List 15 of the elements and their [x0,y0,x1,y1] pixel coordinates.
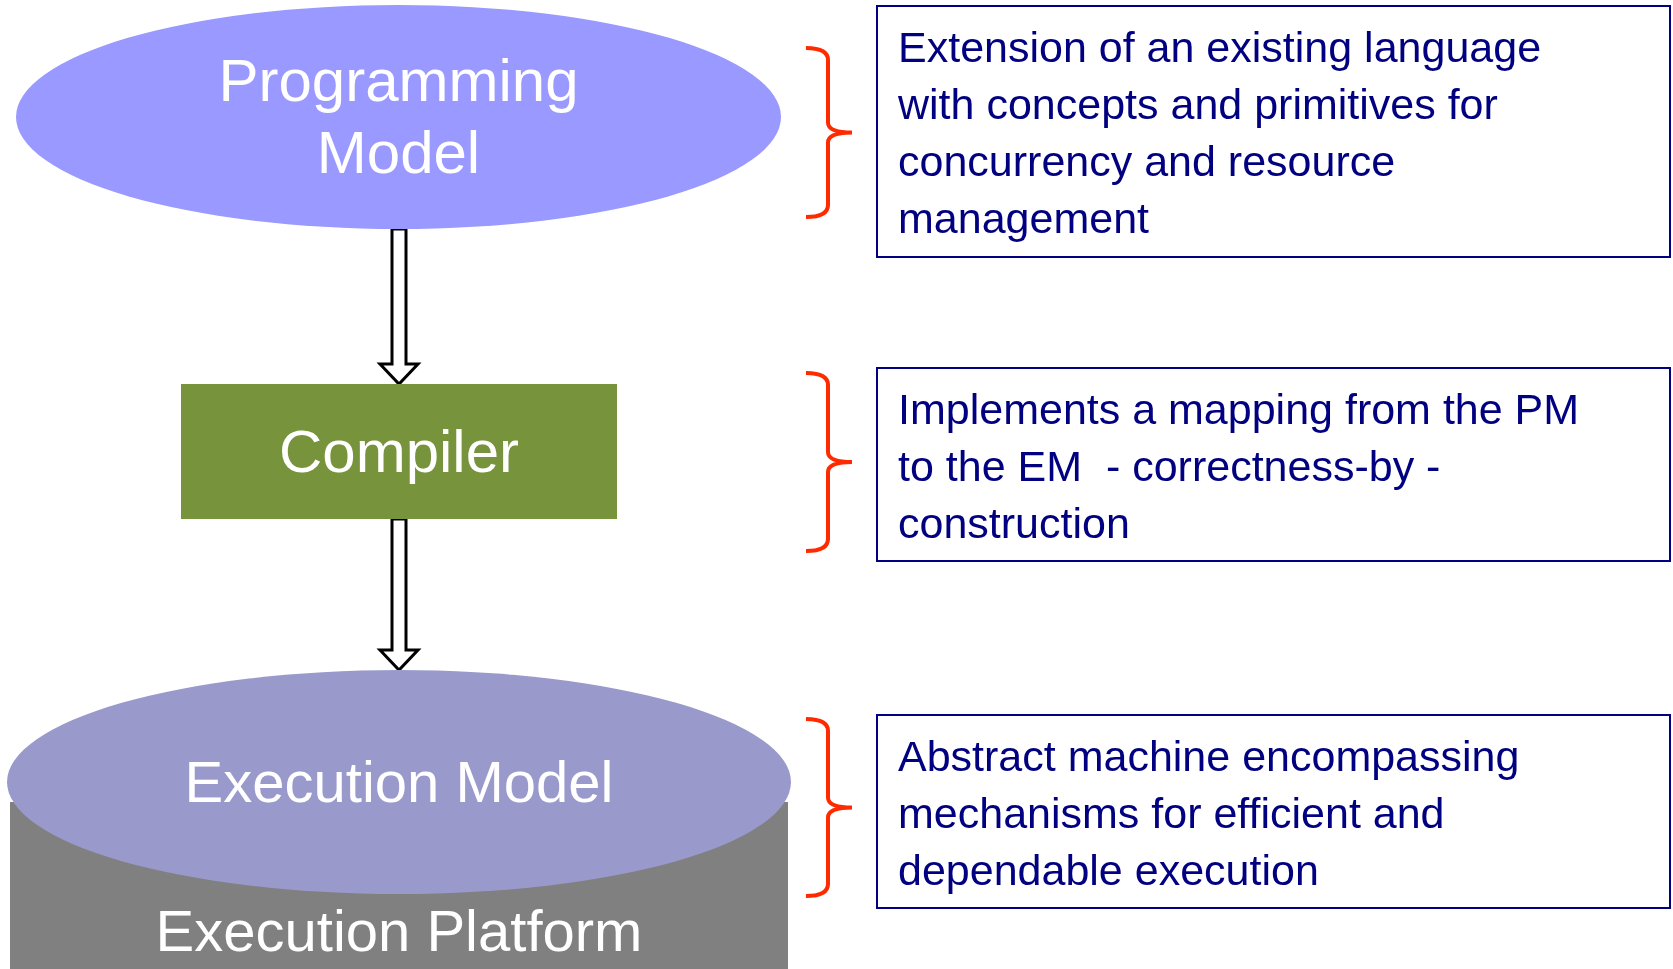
node-label: Programming Model [217,46,580,188]
description-box [876,367,1671,562]
node-label: Execution Platform [155,898,643,965]
node-label: Compiler [278,417,520,486]
description-box [876,714,1671,909]
description-text: Abstract machine encompassing mechanisms for efficient and dependable execution [898,731,1521,896]
ellipse-node [7,670,791,894]
block-arrow [376,517,422,673]
description-text: Extension of an existing language with concepts and primitives for concurrency and resource management [898,22,1543,244]
description-box [876,5,1671,258]
node-label: Execution Model [184,748,614,816]
description-text: Implements a mapping from the PM to the EM - correctness-by - construction [898,384,1581,549]
ellipse-node [16,5,781,229]
block-arrow [376,227,422,387]
process-box [181,384,617,519]
